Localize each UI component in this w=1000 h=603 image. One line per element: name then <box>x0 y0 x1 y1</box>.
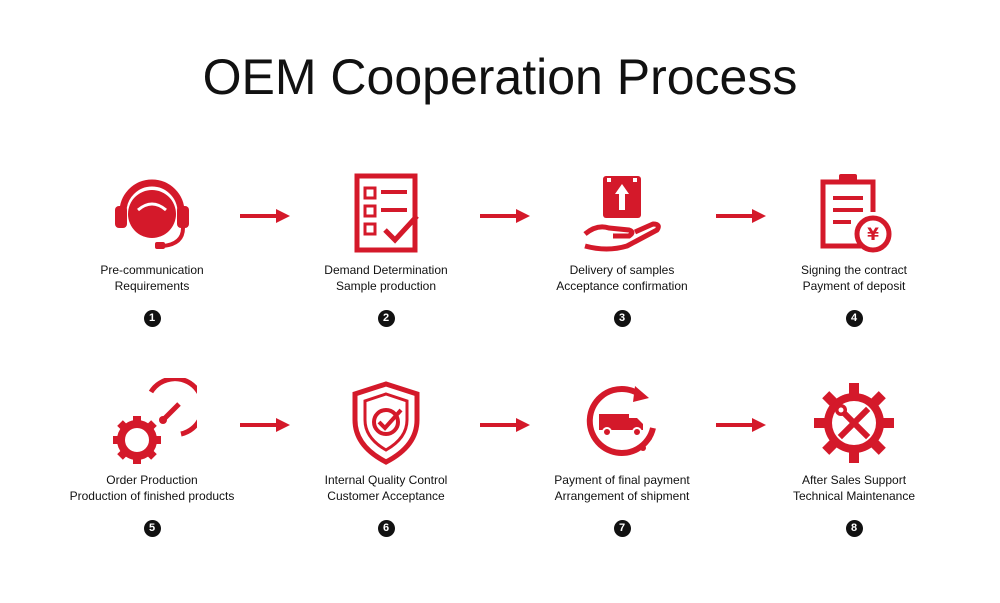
step-number-badge: 6 <box>377 520 395 537</box>
arrow-right-icon <box>240 209 290 223</box>
package-hand-icon <box>572 168 672 258</box>
arrow-right-icon <box>480 209 530 223</box>
shield-check-icon <box>336 378 436 468</box>
checklist-icon <box>336 168 436 258</box>
truck-cycle-icon <box>572 378 672 468</box>
step-number-badge: 1 <box>143 310 161 327</box>
arrow-right-icon <box>716 209 766 223</box>
arrow-right-icon <box>480 418 530 432</box>
step-number-badge: 2 <box>377 310 395 327</box>
arrow-right-icon <box>716 418 766 432</box>
step-number-badge: 8 <box>845 520 863 537</box>
step-number-badge: 5 <box>143 520 161 537</box>
arrow-right-icon <box>240 418 290 432</box>
tools-gear-icon <box>804 378 904 468</box>
step-number-badge: 4 <box>845 310 863 327</box>
page-title: OEM Cooperation Process <box>202 49 798 105</box>
step-number-badge: 7 <box>613 520 631 537</box>
step-number-badge: 3 <box>613 310 631 327</box>
contract-payment-icon: ¥ <box>804 168 904 258</box>
gear-gauge-icon <box>102 378 202 468</box>
headset-icon <box>102 168 202 258</box>
svg-text:¥: ¥ <box>867 225 879 245</box>
